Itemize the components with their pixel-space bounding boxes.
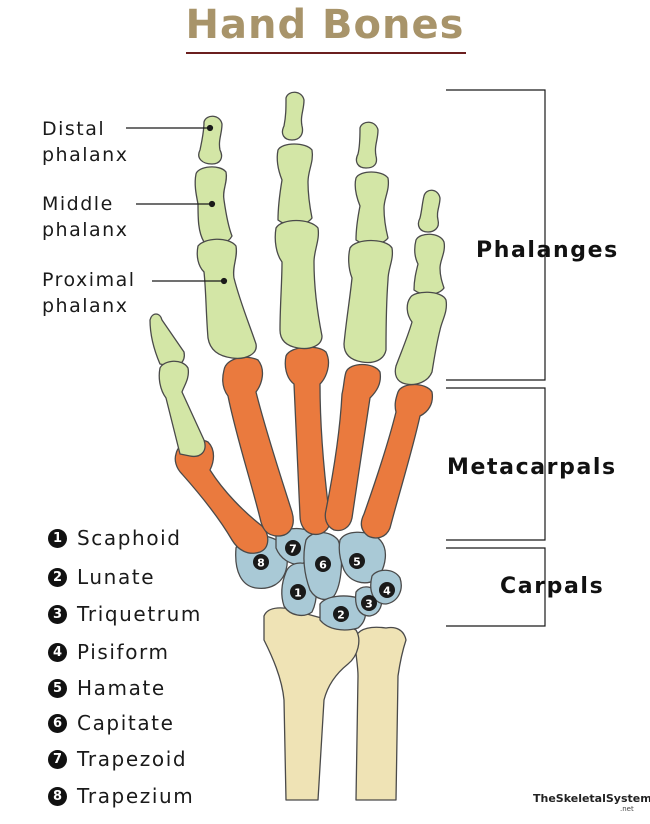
legend-item: 5 Hamate (48, 674, 166, 702)
legend-number: 1 (48, 528, 67, 548)
legend-number: 5 (48, 678, 67, 698)
phalanges-label: Phalanges (476, 238, 619, 263)
middle-phalanx-label-line2: phalanx (42, 219, 129, 241)
brand-logo-suffix: .net (620, 805, 634, 813)
legend-number: 2 (48, 567, 67, 587)
middle-middle-phalanx (276, 143, 314, 226)
legend-item: 3 Triquetrum (48, 600, 202, 628)
little-distal-phalanx (417, 189, 441, 233)
distal-phalanx-label-line2: phalanx (42, 144, 129, 166)
badge-8-label: 8 (257, 557, 265, 570)
badge-4-label: 4 (383, 585, 391, 598)
index-distal-phalanx (198, 115, 223, 165)
legend-item: 4 Pisiform (48, 638, 170, 666)
little-middle-phalanx (413, 233, 446, 295)
brand-logo: TheSkeletalSystem (533, 792, 650, 805)
badge-1: 1 (290, 584, 306, 600)
badge-6: 6 (315, 556, 331, 572)
index-proximal-phalanx (196, 238, 257, 360)
badge-4: 4 (379, 582, 395, 598)
legend-label: Hamate (77, 676, 166, 700)
badge-1-label: 1 (294, 587, 302, 600)
metacarpal-ring (324, 363, 382, 532)
legend-label: Trapezium (77, 784, 195, 808)
middle-distal-phalanx (281, 91, 305, 141)
badge-3-label: 3 (365, 598, 373, 611)
carpal-number-badges: 8 7 6 5 1 4 3 2 (253, 540, 395, 622)
middle-leader-dot (208, 200, 216, 208)
metacarpal-thumb (174, 439, 269, 554)
proximal-leader-dot (220, 277, 228, 285)
phalanx-leader-lines (126, 124, 228, 285)
distal-phalanx-label-line1: Distal (42, 118, 106, 140)
carpals-bracket (446, 547, 546, 627)
badge-2: 2 (333, 606, 349, 622)
legend-label: Trapezoid (77, 747, 188, 771)
legend-number: 8 (48, 786, 67, 806)
legend-label: Scaphoid (77, 526, 182, 550)
legend-number: 7 (48, 749, 67, 769)
ulna (354, 626, 407, 801)
legend-number: 6 (48, 713, 67, 733)
proximal-phalanx-label-line2: phalanx (42, 295, 129, 317)
legend-item: 2 Lunate (48, 563, 155, 591)
metacarpals-bracket (446, 387, 546, 541)
distal-phalanx-label: Distal phalanx (42, 116, 128, 168)
group-brackets (446, 89, 546, 627)
badge-7: 7 (285, 540, 301, 556)
title-underline (186, 52, 466, 54)
legend-item: 1 Scaphoid (48, 524, 182, 552)
little-proximal-phalanx (394, 291, 448, 386)
legend-number: 4 (48, 642, 67, 662)
legend-label: Triquetrum (77, 602, 202, 626)
distal-leader-dot (206, 124, 214, 132)
legend-label: Lunate (77, 565, 156, 589)
badge-2-label: 2 (337, 609, 345, 622)
legend-item: 8 Trapezium (48, 782, 194, 810)
radius (263, 607, 360, 801)
proximal-phalanx-label-line1: Proximal (42, 269, 136, 291)
metacarpal-index (222, 356, 294, 537)
ring-middle-phalanx (354, 171, 390, 245)
thumb-proximal-phalanx (158, 360, 206, 458)
proximal-phalanx-label: Proximal phalanx (42, 267, 136, 319)
badge-7-label: 7 (289, 543, 297, 556)
ring-distal-phalanx (355, 121, 379, 169)
middle-phalanx-label: Middle phalanx (42, 191, 128, 243)
badge-5: 5 (349, 553, 365, 569)
legend-label: Pisiform (77, 640, 170, 664)
carpals-label: Carpals (500, 574, 605, 599)
metacarpal-middle (284, 346, 331, 536)
ring-proximal-phalanx (343, 239, 394, 364)
metacarpals-label: Metacarpals (447, 455, 617, 480)
metacarpal-little (360, 383, 434, 539)
page-title: Hand Bones (185, 2, 465, 48)
phalanges-bracket (446, 89, 546, 381)
legend-label: Capitate (77, 711, 175, 735)
legend-item: 7 Trapezoid (48, 745, 187, 773)
legend-number: 3 (48, 604, 67, 624)
thumb-distal-phalanx (149, 313, 185, 368)
middle-proximal-phalanx (274, 219, 323, 350)
badge-5-label: 5 (353, 556, 361, 569)
middle-phalanx-label-line1: Middle (42, 193, 114, 215)
badge-8: 8 (253, 554, 269, 570)
badge-6-label: 6 (319, 559, 327, 572)
legend-item: 6 Capitate (48, 709, 175, 737)
badge-3: 3 (361, 595, 377, 611)
